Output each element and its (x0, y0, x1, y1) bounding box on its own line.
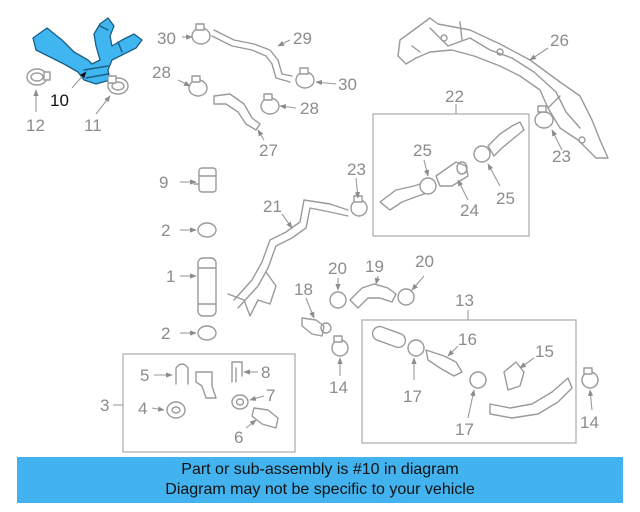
part-2-clamp-lower[interactable] (197, 325, 217, 341)
part-27-hose[interactable] (213, 93, 261, 131)
part-25-clamp-left[interactable] (419, 177, 437, 195)
part-5-clip[interactable] (175, 363, 189, 385)
label-part-6: 6 (234, 428, 243, 447)
label-part-18: 18 (294, 280, 313, 299)
label-part-25: 25 (413, 141, 432, 160)
part-7-washer[interactable] (231, 394, 249, 410)
info-banner: Part or sub-assembly is #10 in diagram D… (17, 457, 623, 503)
leader-lines (33, 34, 594, 429)
label-part-25: 25 (496, 189, 515, 208)
label-part-8: 8 (261, 363, 270, 382)
label-part-26: 26 (550, 31, 569, 50)
banner-line-disclaimer: Diagram may not be specific to your vehi… (165, 481, 475, 498)
part-4-washer[interactable] (166, 401, 186, 419)
label-part-28: 28 (152, 63, 171, 82)
label-part-19: 19 (365, 257, 384, 276)
part-2-clamp-upper[interactable] (197, 222, 217, 238)
part-14-clamp-left[interactable] (331, 335, 349, 357)
label-part-12: 12 (26, 116, 45, 135)
part-20-clamp-right[interactable] (397, 288, 415, 306)
part-24-connector[interactable] (435, 161, 469, 187)
part-30-clamp-left[interactable] (191, 23, 211, 45)
part-23-clamp-right[interactable] (534, 105, 554, 129)
label-part-27: 27 (259, 141, 278, 160)
label-part-17: 17 (403, 387, 422, 406)
part-29-pipe[interactable] (211, 29, 293, 83)
label-part-20: 20 (328, 259, 347, 278)
label-part-20: 20 (415, 252, 434, 271)
label-part-1: 1 (166, 267, 175, 286)
label-part-13: 13 (455, 291, 474, 310)
part-11-clamp[interactable] (107, 75, 129, 95)
part-30-clamp-right[interactable] (295, 67, 315, 89)
part-6-sensor[interactable] (251, 407, 279, 429)
label-part-23: 23 (552, 147, 571, 166)
part-17-clamp-upper[interactable] (407, 339, 425, 357)
label-part-29: 29 (293, 29, 312, 48)
part-16-tube[interactable] (371, 325, 408, 350)
label-part-2: 2 (161, 221, 170, 240)
part-28-clamp-right[interactable] (260, 93, 280, 115)
label-part-21: 21 (263, 197, 282, 216)
part-12-clamp[interactable] (26, 68, 51, 86)
label-part-11: 11 (84, 116, 102, 135)
label-part-14: 14 (329, 378, 348, 397)
part-25-hose-right[interactable] (487, 121, 525, 157)
label-part-15: 15 (535, 342, 554, 361)
part-20-clamp-left[interactable] (329, 291, 347, 309)
group-22-box (372, 113, 530, 237)
label-part-4: 4 (138, 399, 147, 418)
part-16-valve[interactable] (425, 349, 463, 377)
label-part-17: 17 (455, 420, 474, 439)
label-part-3: 3 (100, 396, 109, 415)
part-21-pipe[interactable] (227, 199, 349, 317)
part-1-tube[interactable] (197, 257, 217, 317)
label-part-5: 5 (140, 366, 149, 385)
part-23-clamp-middle[interactable] (350, 195, 368, 217)
part-14-clamp-right[interactable] (581, 367, 599, 389)
label-part-2: 2 (161, 324, 170, 343)
label-part-16: 16 (458, 330, 477, 349)
part-labels: 10 12 11 30 29 30 28 28 27 26 22 23 23 2… (26, 29, 599, 447)
part-26-bracket[interactable] (397, 17, 609, 159)
label-part-22: 22 (445, 87, 464, 106)
label-part-10: 10 (50, 91, 69, 110)
label-part-14: 14 (580, 413, 599, 432)
label-part-28: 28 (300, 99, 319, 118)
part-8-clip[interactable] (231, 361, 243, 383)
part-28-clamp-left[interactable] (188, 75, 208, 97)
part-3-fitting[interactable] (195, 371, 217, 399)
group-13-box (361, 319, 577, 444)
label-part-24: 24 (460, 201, 479, 220)
part-18-valve[interactable] (301, 317, 332, 337)
part-9-fitting[interactable] (193, 167, 217, 193)
part-15-hose[interactable] (489, 361, 573, 419)
label-part-9: 9 (159, 173, 168, 192)
label-part-7: 7 (266, 386, 275, 405)
group-3-box (122, 353, 296, 453)
banner-line-part-info: Part or sub-assembly is #10 in diagram (181, 461, 459, 478)
label-part-30: 30 (338, 75, 357, 94)
part-25-clamp-right[interactable] (473, 145, 491, 163)
part-17-clamp-lower[interactable] (469, 371, 487, 389)
part-19-hose[interactable] (349, 283, 397, 309)
label-part-23: 23 (347, 160, 366, 179)
label-part-30: 30 (157, 29, 176, 48)
